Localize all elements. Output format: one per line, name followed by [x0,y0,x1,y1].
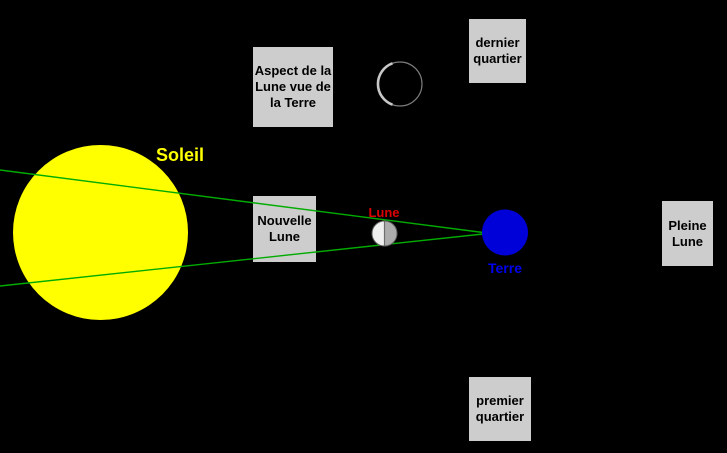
new-moon-box: Nouvelle Lune [253,196,316,262]
first-quarter-box: premier quartier [469,377,531,441]
sun-circle [13,145,188,320]
moon-aspect-crescent [376,62,393,106]
first-quarter-line-1: premier [476,393,524,408]
last-quarter-line-2: quartier [473,51,522,66]
aspect-box-line-1: Aspect de la [254,63,332,78]
moon-lit-half [372,221,385,246]
last-quarter-box: dernier quartier [469,19,526,83]
new-moon-line-2: Lune [268,229,301,244]
moon-label: Lune [368,205,400,220]
last-quarter-line-1: dernier [475,35,520,50]
aspect-box-line-2: Lune vue de [255,79,331,94]
moon-outline [371,220,398,247]
earth-circle [482,209,528,256]
earth-label: Terre [488,260,522,276]
full-moon-box: Pleine Lune [662,201,713,266]
moon-shadow-half [384,221,397,246]
aspect-box-line-3: la Terre [269,95,316,110]
light-ray-lower [0,233,484,287]
sun-label: Soleil [156,145,205,165]
full-moon-line-2: Lune [671,233,704,249]
light-ray-upper [0,169,484,234]
new-moon-line-1: Nouvelle [257,213,312,228]
moon-aspect-circle [377,61,423,107]
first-quarter-line-2: quartier [475,409,525,424]
aspect-of-moon-box: Aspect de la Lune vue de la Terre [253,47,333,127]
full-moon-line-1: Pleine [668,217,707,233]
